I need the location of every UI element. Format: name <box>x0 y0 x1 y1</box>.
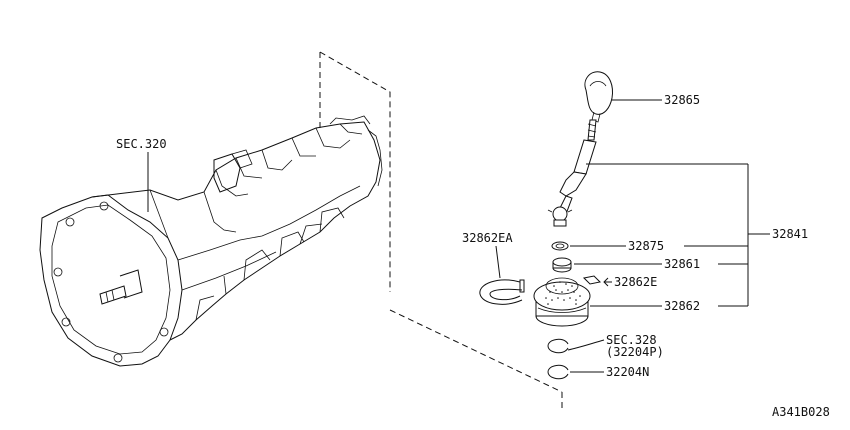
shift-knob <box>584 71 613 123</box>
p32861-label: 32861 <box>664 257 700 271</box>
p32862e-label: 32862E <box>614 275 657 289</box>
p32875-label: 32875 <box>628 239 664 253</box>
boot-32862 <box>533 277 591 327</box>
p32862ea-label: 32862EA <box>462 231 513 245</box>
drawing-id-label: A341B028 <box>772 405 830 419</box>
bushing-32861 <box>552 257 572 273</box>
band-clamp-32862ea <box>479 279 525 305</box>
sec320-label: SEC.320 <box>116 137 167 151</box>
boundary-dashed-upper <box>319 51 391 292</box>
p32862ea-leader <box>495 245 501 279</box>
snap-ring-32204n <box>547 364 569 380</box>
boundary-dashed-lower <box>389 309 563 393</box>
clip-32862e <box>582 275 602 285</box>
shift-lever <box>547 119 597 227</box>
sec328-leader <box>567 339 605 351</box>
sec328-label: SEC.328 <box>606 333 657 347</box>
p32841-label: 32841 <box>772 227 808 241</box>
p32204n-label: 32204N <box>606 365 649 379</box>
p32862-label: 32862 <box>664 299 700 313</box>
p32204p-label: (32204P) <box>606 345 664 359</box>
transmission-housing <box>39 115 383 367</box>
p32865-label: 32865 <box>664 93 700 107</box>
ring-32875 <box>551 241 569 251</box>
snap-ring-sec328 <box>547 338 569 354</box>
